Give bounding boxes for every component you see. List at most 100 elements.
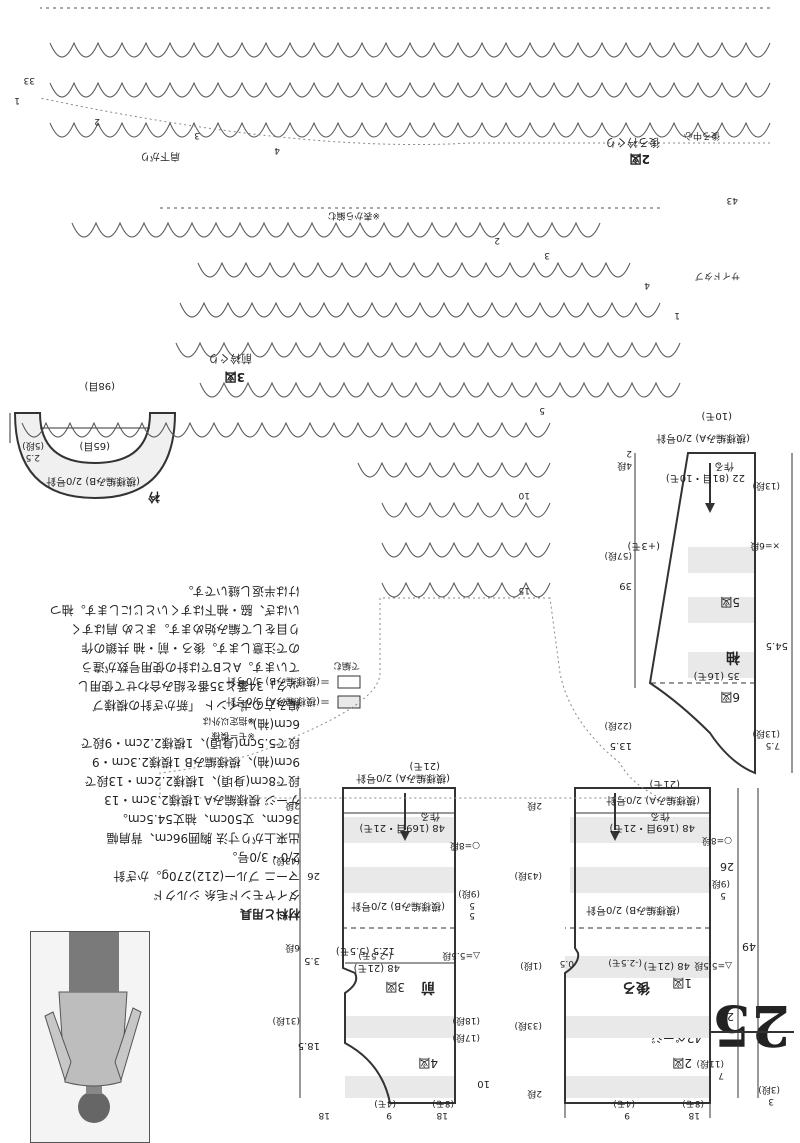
- sleeve-rows-6: ×=6段: [750, 540, 780, 552]
- legend: [337, 675, 361, 709]
- back-dim5: 5: [720, 890, 726, 900]
- fig3-r2: 2: [494, 235, 500, 245]
- back-band: [570, 817, 710, 843]
- legend-swatch-b: [337, 675, 361, 689]
- sleeve-dim-75: 7.5: [766, 740, 780, 750]
- lace-row: [357, 461, 551, 478]
- lace-row: [199, 381, 681, 398]
- sleeve-rows-13: (13段): [753, 728, 780, 740]
- front-dim-5b: 5: [469, 910, 475, 920]
- front-chain: 48 (169目・21モ): [359, 822, 445, 833]
- back-rows11: (11段): [697, 1058, 724, 1070]
- front-band: [343, 867, 455, 893]
- fig3-r5: 5: [539, 405, 545, 415]
- sleeve-band: [688, 547, 755, 573]
- fig3-subtitle: 前衿ぐり: [208, 352, 252, 366]
- collar-pattern: (模様編みB) 2/0号針: [46, 475, 140, 488]
- back-dim3: 3: [768, 1096, 774, 1106]
- lace-row: [381, 581, 551, 598]
- back-dim-26: 26: [720, 860, 734, 873]
- sleeve-outline: [648, 452, 756, 775]
- fig3-title: 3図: [225, 370, 245, 384]
- back-w18: 18: [688, 1110, 700, 1120]
- sleeve-rows-13b: (13段): [753, 480, 780, 492]
- back-dim-20: 20: [720, 1010, 734, 1023]
- fig2-r2: 2: [94, 116, 100, 126]
- front-chain-label: 作る: [420, 810, 440, 822]
- back-fig-1: 1図: [672, 976, 692, 990]
- fig2-r1: 1: [14, 95, 20, 105]
- fig3-chart: [21, 207, 681, 799]
- sleeve-dim-39: 39: [619, 580, 632, 591]
- front-fig-4: 4図: [418, 1056, 438, 1070]
- sleeve-dim-2: 2: [626, 448, 632, 458]
- front-neck: 12.5 (5.5モ): [336, 945, 395, 956]
- sleeve-header: (模様編みA) 2/0号針: [656, 432, 750, 445]
- front-header: (模様編みA) 2/0号針: [356, 772, 450, 785]
- back-band: [570, 867, 710, 893]
- back-header: (模様編みA) 2/0号針: [606, 794, 700, 807]
- front-rows-43: (43段): [273, 855, 300, 867]
- front-w18: 18: [436, 1110, 448, 1120]
- back-rows-1: (1段): [520, 960, 542, 972]
- back-schematic: [564, 787, 759, 1118]
- fig2-chart: [39, 7, 771, 146]
- back-eq55: △=5.5段: [694, 960, 732, 972]
- sleeve-schematic: [634, 452, 793, 775]
- fig3-cont: ※表から編む: [327, 210, 380, 222]
- back-rows-2b: 2段: [527, 800, 542, 812]
- lace-row: [49, 81, 771, 98]
- lace-row: [49, 41, 771, 58]
- back-band: [565, 956, 710, 978]
- back-outline: [564, 787, 711, 1104]
- back-name: 後ろ: [622, 979, 650, 996]
- fig2-title: 2図: [630, 152, 650, 166]
- sleeve-dim-135: 13.5: [610, 740, 632, 751]
- back-band: [565, 1016, 710, 1038]
- back-rows-2a: 2段: [527, 1088, 542, 1100]
- front-dim-185: 18.5: [298, 1040, 320, 1051]
- front-dim-26: 26: [307, 870, 320, 881]
- legend-row-a: ＝(模様編みA) 3/0号針: [226, 695, 330, 708]
- front-band: [343, 817, 455, 843]
- collar-bottom: (65目): [79, 440, 110, 451]
- sleeve-fig-6: 6図: [720, 690, 740, 704]
- front-mid-label: (模様編みB) 2/0号針: [351, 900, 445, 913]
- collar-rows: (5段): [22, 440, 44, 452]
- back-top-width: (21モ): [649, 778, 680, 789]
- front-rows-6: 6段: [285, 942, 300, 954]
- lace-row: [71, 221, 601, 238]
- front-width-a: 48 (21モ): [353, 962, 400, 973]
- back-fig-2: 2図: [672, 1056, 692, 1070]
- front-name: 前: [421, 979, 435, 996]
- legend-row-c: で編む: [333, 660, 360, 672]
- lace-row: [175, 341, 681, 358]
- sleeve-rows-22: (22段): [605, 720, 632, 732]
- front-dec: (-2.5モ): [358, 950, 392, 960]
- front-band: [345, 1076, 455, 1098]
- lace-row: [21, 421, 551, 438]
- front-rows-17: (17段): [453, 1032, 480, 1044]
- fig2-boundary: [39, 97, 770, 146]
- front-w18b: (8モ): [432, 1098, 454, 1108]
- fig2-center: 後ろ中心: [684, 130, 720, 142]
- fig3-side: サイドタブ: [695, 270, 740, 282]
- front-dim-18: 18: [318, 1110, 330, 1120]
- legend-unspecified: ※指定以外は: [202, 715, 255, 727]
- front-schematic: [299, 787, 456, 1104]
- sleeve-chain: 22 (81目・10モ): [666, 472, 745, 483]
- back-rows3: (3段): [758, 1084, 780, 1096]
- fig3-r43: 43: [727, 195, 738, 205]
- back-w9b: (4モ): [613, 1098, 635, 1108]
- front-outline: [342, 787, 456, 1104]
- sleeve-rows-57: (57段): [605, 550, 632, 562]
- lace-row: [197, 261, 631, 278]
- back-chain: 48 (169目・21モ): [609, 822, 695, 833]
- back-w9: 9: [624, 1110, 630, 1120]
- fig3-r1: 1: [674, 310, 680, 320]
- model-photo: [30, 931, 150, 1143]
- sleeve-fig-5: 5図: [720, 595, 740, 609]
- fig2-r33: 33: [24, 75, 35, 85]
- front-dim-10: 10: [477, 1078, 490, 1089]
- front-fig-3: 3図: [385, 980, 405, 994]
